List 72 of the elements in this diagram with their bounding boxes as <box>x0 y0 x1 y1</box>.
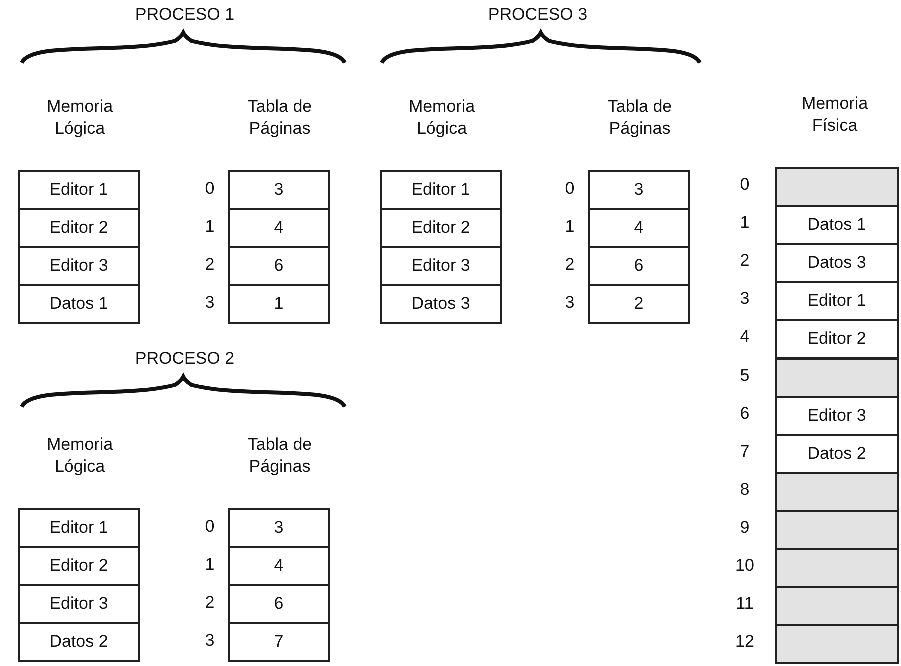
empty-memory-frame <box>775 510 899 550</box>
empty-memory-frame <box>775 167 899 208</box>
memory-cell: 6 <box>588 246 690 286</box>
row-index: 3 <box>204 630 216 652</box>
empty-memory-frame <box>775 586 899 626</box>
column-heading: Memoria Lógica <box>46 434 114 478</box>
memory-cell: Datos 2 <box>775 434 899 474</box>
empty-memory-frame <box>775 548 899 588</box>
process-title: PROCESO 2 <box>134 348 236 370</box>
memory-cell: Editor 3 <box>775 396 899 436</box>
memory-cell: Editor 1 <box>380 170 502 210</box>
column-heading: Tabla de Páginas <box>246 96 314 140</box>
row-index: 8 <box>739 478 751 501</box>
row-index: 5 <box>739 364 751 386</box>
row-index: 9 <box>739 516 751 539</box>
row-index: 3 <box>204 292 216 314</box>
process-title: PROCESO 3 <box>487 4 589 26</box>
empty-memory-frame <box>775 624 899 664</box>
memory-cell: Editor 2 <box>775 319 899 360</box>
memory-cell: 3 <box>228 508 330 548</box>
row-index: 1 <box>739 212 751 234</box>
empty-memory-frame <box>775 358 899 398</box>
memory-cell: Datos 1 <box>18 284 140 324</box>
memory-cell: 2 <box>588 284 690 324</box>
memory-cell: Datos 2 <box>18 622 140 662</box>
memory-cell: 6 <box>228 584 330 624</box>
column-heading: Memoria Lógica <box>46 96 114 140</box>
memory-cell: 4 <box>588 208 690 248</box>
row-index: 11 <box>735 593 755 616</box>
row-index: 6 <box>739 402 751 425</box>
memory-cell: Editor 1 <box>18 170 140 210</box>
row-index: 10 <box>734 555 756 577</box>
row-index: 2 <box>564 254 576 276</box>
row-index: 3 <box>739 288 751 310</box>
row-index: 0 <box>204 178 216 200</box>
memory-cell: Editor 2 <box>18 208 140 248</box>
memory-cell: Datos 3 <box>380 284 502 324</box>
memory-cell: Editor 1 <box>775 281 899 322</box>
row-index: 4 <box>739 326 751 348</box>
row-index: 2 <box>739 250 751 272</box>
row-index: 3 <box>564 292 576 314</box>
memory-cell: Editor 3 <box>18 584 140 624</box>
row-index: 2 <box>204 592 216 614</box>
memory-cell: Datos 3 <box>775 243 899 284</box>
row-index: 12 <box>734 631 756 654</box>
memory-cell: Editor 3 <box>380 246 502 286</box>
column-heading: Tabla de Páginas <box>246 434 314 478</box>
memory-cell: Editor 2 <box>380 208 502 248</box>
row-index: 7 <box>739 440 751 463</box>
empty-memory-frame <box>775 472 899 512</box>
row-index: 0 <box>739 174 751 196</box>
memory-cell: Editor 2 <box>18 546 140 586</box>
row-index: 1 <box>564 216 576 238</box>
memory-cell: Editor 3 <box>18 246 140 286</box>
memory-cell: 4 <box>228 208 330 248</box>
column-heading: Memoria Lógica <box>408 96 476 140</box>
row-index: 1 <box>204 554 216 576</box>
row-index: 1 <box>204 216 216 238</box>
memory-cell: 1 <box>228 284 330 324</box>
memory-cell: 3 <box>228 170 330 210</box>
column-heading: Memoria Física <box>800 93 870 137</box>
memory-cell: 6 <box>228 246 330 286</box>
column-heading: Tabla de Páginas <box>606 96 674 140</box>
memory-cell: 7 <box>228 622 330 662</box>
memory-cell: 3 <box>588 170 690 210</box>
row-index: 0 <box>204 516 216 538</box>
memory-cell: Editor 1 <box>18 508 140 548</box>
process-title: PROCESO 1 <box>134 4 236 26</box>
memory-cell: Datos 1 <box>775 205 899 246</box>
memory-cell: 4 <box>228 546 330 586</box>
row-index: 2 <box>204 254 216 276</box>
row-index: 0 <box>564 178 576 200</box>
